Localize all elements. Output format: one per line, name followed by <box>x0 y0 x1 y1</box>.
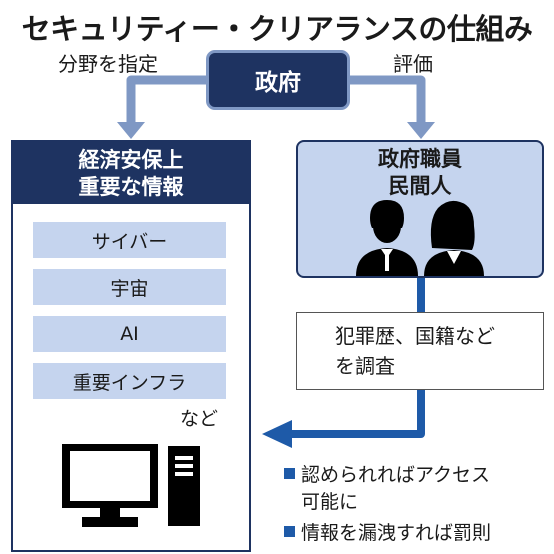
investigation-line2: を調査 <box>335 354 395 378</box>
man-figure <box>356 200 418 276</box>
info-item-label: サイバー <box>91 230 168 253</box>
info-item-space: 宇宙 <box>33 269 226 305</box>
access-arrow <box>288 278 425 438</box>
people-icon <box>356 200 484 276</box>
people-line2: 民間人 <box>388 174 452 198</box>
investigation-line1: 犯罪歴、国籍など <box>335 324 495 348</box>
info-item-ai: AI <box>33 316 226 352</box>
info-box: 経済安保上 重要な情報 <box>11 140 251 552</box>
people-box-label: 政府職員 民間人 <box>296 146 544 200</box>
note-access: 認められればアクセス 可能に <box>284 462 490 516</box>
info-item-label: 重要インフラ <box>72 371 187 394</box>
government-label: 政府 <box>255 70 301 96</box>
info-header-line2: 重要な情報 <box>78 175 184 199</box>
info-header-line1: 経済安保上 <box>78 148 184 172</box>
evaluate-label: 評価 <box>393 52 433 76</box>
note2-text: 情報を漏洩すれば罰則 <box>301 522 492 544</box>
info-item-cyber: サイバー <box>33 222 226 258</box>
arrow-to-people-box <box>350 75 426 126</box>
government-box: 政府 <box>206 50 350 110</box>
arrowhead-info-box <box>117 122 145 139</box>
bullet-icon <box>284 526 295 537</box>
diagram-title: セキュリティー・クリアランスの仕組み <box>21 12 533 46</box>
info-item-infrastructure: 重要インフラ <box>33 363 226 399</box>
arrowhead-access <box>262 420 292 448</box>
info-item-label: 宇宙 <box>110 277 149 300</box>
computer-icon <box>62 444 200 527</box>
info-box-header: 経済安保上 重要な情報 <box>13 142 249 204</box>
woman-figure <box>424 200 484 276</box>
arrowhead-people-box <box>407 122 435 139</box>
arrow-to-info-box <box>126 75 206 126</box>
people-box <box>296 140 544 278</box>
note1-line1: 認められればアクセス <box>301 464 491 486</box>
designate-fields-label: 分野を指定 <box>58 52 158 76</box>
investigation-box: 犯罪歴、国籍など を調査 <box>296 312 544 390</box>
people-line1: 政府職員 <box>378 147 462 171</box>
info-etc: など <box>180 408 219 430</box>
note1-line2: 可能に <box>301 491 359 513</box>
note-penalty: 情報を漏洩すれば罰則 <box>284 520 491 547</box>
bullet-icon <box>284 468 295 479</box>
info-item-label: AI <box>120 323 139 345</box>
